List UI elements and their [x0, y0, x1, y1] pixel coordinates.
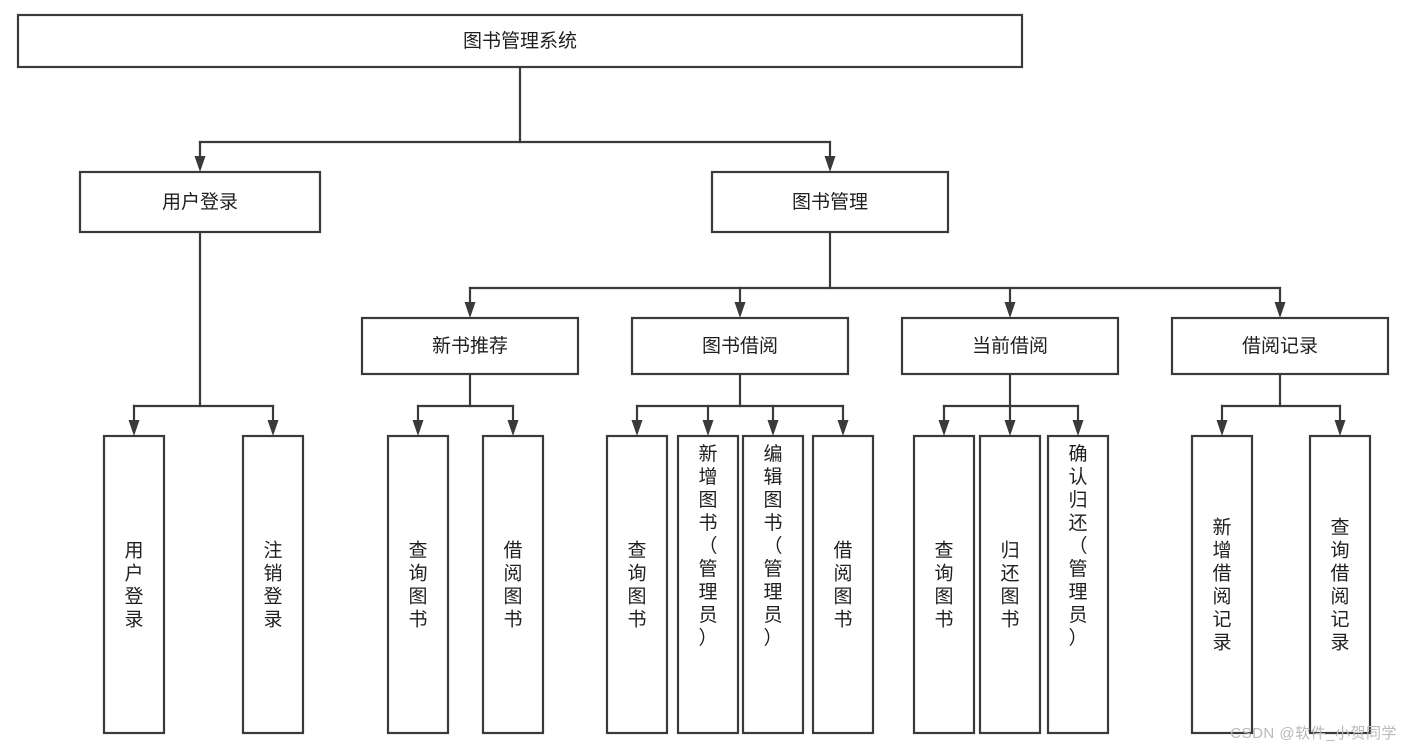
node-label: 确认归还（管理员） — [1068, 443, 1087, 649]
arrow-head — [464, 302, 476, 318]
node-label: 图书借阅 — [702, 335, 778, 357]
node-box — [386, 434, 450, 735]
node-label: 查询图书 — [408, 539, 427, 630]
node-box — [710, 170, 950, 234]
node-label: 查询图书 — [934, 539, 953, 630]
arrow-head — [194, 156, 206, 172]
node-box — [1046, 434, 1110, 735]
arrow-head — [1274, 302, 1286, 318]
arrow-head — [702, 420, 714, 436]
arrow-head — [837, 420, 849, 436]
node-box — [481, 434, 545, 735]
node-leaf-add-record[interactable]: 新增借阅记录 — [1190, 434, 1254, 735]
node-leaf-query-book-3[interactable]: 查询图书 — [912, 434, 976, 735]
node-leaf-query-record[interactable]: 查询借阅记录 — [1308, 434, 1372, 735]
node-current-borrow[interactable]: 当前借阅 — [900, 316, 1120, 376]
node-label: 图书管理系统 — [463, 30, 577, 52]
node-box — [241, 434, 305, 735]
arrow-head — [1334, 420, 1346, 436]
arrow-head — [767, 420, 779, 436]
node-box — [360, 316, 580, 376]
edge-group-new-book-rec — [412, 372, 519, 436]
node-label: 编辑图书（管理员） — [763, 443, 782, 649]
node-leaf-user-login[interactable]: 用户登录 — [102, 434, 166, 735]
edge-group-root — [194, 65, 836, 172]
node-leaf-query-book-1[interactable]: 查询图书 — [386, 434, 450, 735]
watermark-label: CSDN @软件_小贺同学 — [1230, 725, 1397, 742]
node-box — [605, 434, 669, 735]
arrow-head — [128, 420, 140, 436]
node-layer: 图书管理系统用户登录图书管理新书推荐图书借阅当前借阅借阅记录用户登录注销登录查询… — [16, 13, 1390, 735]
node-leaf-borrow-book-1[interactable]: 借阅图书 — [481, 434, 545, 735]
node-label: 查询图书 — [627, 539, 646, 630]
edge-group-current-borrow — [938, 372, 1084, 436]
node-label: 用户登录 — [124, 540, 143, 630]
node-leaf-confirm-return[interactable]: 确认归还（管理员） — [1046, 434, 1110, 735]
node-box — [912, 434, 976, 735]
node-label: 借阅记录 — [1242, 335, 1318, 357]
edge-group-borrow-record — [1216, 372, 1346, 436]
node-label: 借阅图书 — [503, 539, 522, 630]
node-leaf-add-book[interactable]: 新增图书（管理员） — [676, 434, 740, 735]
node-box — [1308, 434, 1372, 735]
node-label: 归还图书 — [1000, 539, 1019, 630]
node-label: 注销登录 — [263, 539, 282, 630]
node-borrow-record[interactable]: 借阅记录 — [1170, 316, 1390, 376]
node-label: 查询借阅记录 — [1330, 516, 1349, 653]
node-box — [102, 434, 166, 735]
node-leaf-borrow-book-2[interactable]: 借阅图书 — [811, 434, 875, 735]
arrow-head — [412, 420, 424, 436]
node-root[interactable]: 图书管理系统 — [16, 13, 1024, 69]
node-box — [16, 13, 1024, 69]
node-box — [811, 434, 875, 735]
node-box — [1190, 434, 1254, 735]
node-label: 借阅图书 — [833, 539, 852, 630]
connector-layer — [128, 65, 1346, 436]
arrow-head — [267, 420, 279, 436]
arrow-head — [734, 302, 746, 318]
arrow-head — [938, 420, 950, 436]
node-box — [78, 170, 322, 234]
node-box — [900, 316, 1120, 376]
node-label: 图书管理 — [792, 191, 868, 213]
node-leaf-user-logout[interactable]: 注销登录 — [241, 434, 305, 735]
node-label: 当前借阅 — [972, 335, 1048, 357]
node-box — [978, 434, 1042, 735]
node-label: 新增借阅记录 — [1212, 516, 1231, 653]
node-book-borrow[interactable]: 图书借阅 — [630, 316, 850, 376]
node-label: 新增图书（管理员） — [698, 443, 717, 649]
arrow-head — [507, 420, 519, 436]
node-box — [676, 434, 740, 735]
node-user-login[interactable]: 用户登录 — [78, 170, 322, 234]
node-label: 新书推荐 — [432, 335, 508, 357]
node-box — [1170, 316, 1390, 376]
arrow-head — [1004, 420, 1016, 436]
arrow-head — [631, 420, 643, 436]
arrow-head — [1004, 302, 1016, 318]
edge-group-book-borrow — [631, 372, 849, 436]
edge-group-user-login — [128, 230, 279, 436]
edge-group-book-manage — [464, 230, 1286, 318]
node-leaf-return-book[interactable]: 归还图书 — [978, 434, 1042, 735]
node-label: 用户登录 — [162, 191, 238, 213]
arrow-head — [1216, 420, 1228, 436]
node-box — [741, 434, 805, 735]
arrow-head — [824, 156, 836, 172]
node-book-manage[interactable]: 图书管理 — [710, 170, 950, 234]
node-leaf-edit-book[interactable]: 编辑图书（管理员） — [741, 434, 805, 735]
node-box — [630, 316, 850, 376]
node-leaf-query-book-2[interactable]: 查询图书 — [605, 434, 669, 735]
arrow-head — [1072, 420, 1084, 436]
node-new-book-rec[interactable]: 新书推荐 — [360, 316, 580, 376]
